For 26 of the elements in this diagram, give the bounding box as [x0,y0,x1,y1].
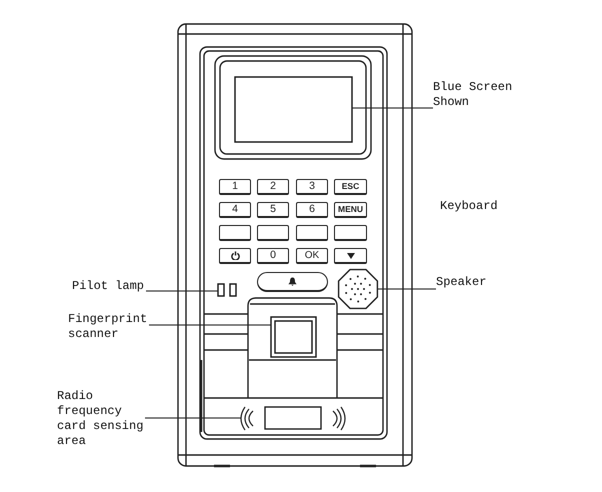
callout-label: Keyboard [440,199,499,214]
fingerprint-sensor-window [270,316,317,358]
keypad-key: 3 [296,179,328,195]
leader-line [352,107,433,109]
keypad-key: MENU [334,202,367,218]
rf-wave-icon [240,406,254,430]
callout-label: Pilot lamp [72,279,146,294]
leader-line [145,417,241,419]
keypad-key: 6 [296,202,328,218]
callout-label: Fingerprint scanner [68,312,149,342]
callout-label: Speaker [436,275,488,290]
keypad-key: 0 [257,248,289,264]
callout-label: Radio frequency card sensing area [57,389,145,449]
keypad-key: 5 [257,202,289,218]
keypad-key: 2 [257,179,289,195]
keypad-key: 4 [219,202,251,218]
keypad-key: ESC [334,179,367,195]
leader-line [149,324,271,326]
leader-line [377,288,436,290]
indicator-lamps [217,283,237,297]
keypad-key: 1 [219,179,251,195]
speaker-grille [338,268,378,310]
leader-line [146,290,218,292]
display-screen [234,76,353,143]
callout-label: Blue Screen Shown [433,80,514,110]
keypad-key: OK [296,248,328,264]
